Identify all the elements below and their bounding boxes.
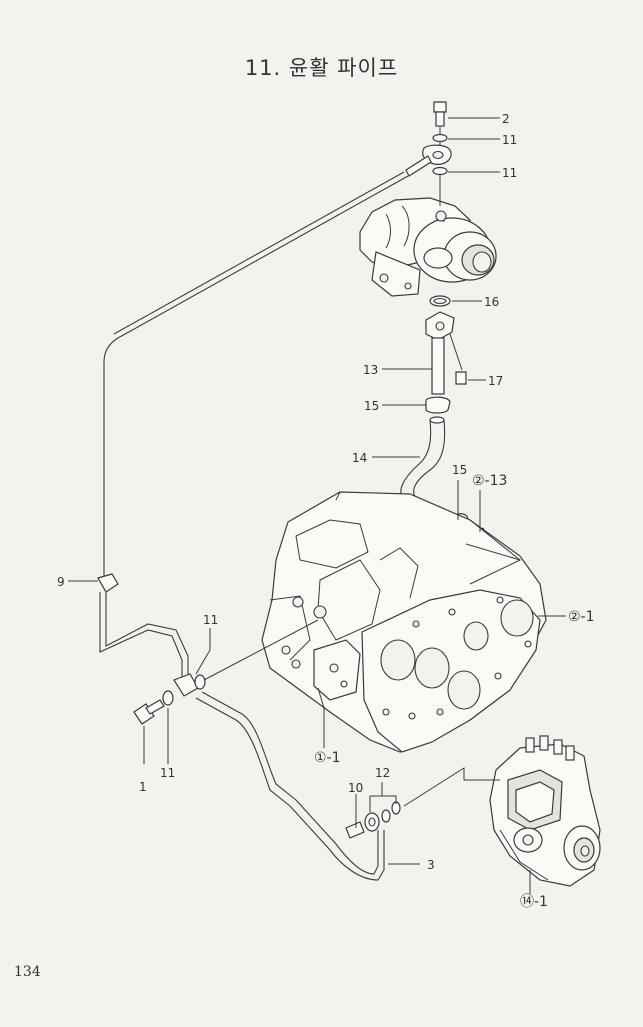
page-number: 134 xyxy=(14,964,41,980)
oil-return-upper-assembly xyxy=(425,295,467,414)
label-clamp-upper: 15 xyxy=(364,399,379,413)
label-oring: 16 xyxy=(484,295,499,309)
page-title: 11. 윤활 파이프 xyxy=(244,56,399,80)
label-washer-mid: 11 xyxy=(203,613,218,627)
label-bolt-lower: 1 xyxy=(139,780,147,794)
label-washer-set: 12 xyxy=(375,766,390,780)
banjo-bolt-assembly xyxy=(405,101,452,206)
label-pipe-upper: 13 xyxy=(363,363,378,377)
label-clamp-lower: 15 xyxy=(452,463,467,477)
oil-pipe-network xyxy=(97,171,409,881)
leader-lines xyxy=(68,117,566,894)
injection-pump-illustration xyxy=(489,735,601,887)
label-bolt-pump: 10 xyxy=(348,781,363,795)
label-ref-2-13: ②-13 xyxy=(472,473,507,489)
label-washer-top-b: 11 xyxy=(502,166,517,180)
part-number-labels: 2 11 11 16 13 17 15 14 15 ②-13 ②-1 9 11 … xyxy=(57,112,595,910)
label-ref-2-1: ②-1 xyxy=(568,609,595,625)
label-pipe-oil: 9 xyxy=(57,575,65,589)
label-washer-top-a: 11 xyxy=(502,133,517,147)
label-washer-lower: 11 xyxy=(160,766,175,780)
label-ref-1-1: ①-1 xyxy=(314,750,341,766)
label-bolt-flange: 17 xyxy=(488,374,503,388)
label-bolt-top: 2 xyxy=(502,112,510,126)
label-hose: 14 xyxy=(352,451,367,465)
label-pipe-pump: 3 xyxy=(427,858,435,872)
turbocharger-illustration xyxy=(359,197,497,297)
label-ref-14-1: ⑭-1 xyxy=(520,894,548,910)
engine-block-illustration xyxy=(261,491,547,753)
